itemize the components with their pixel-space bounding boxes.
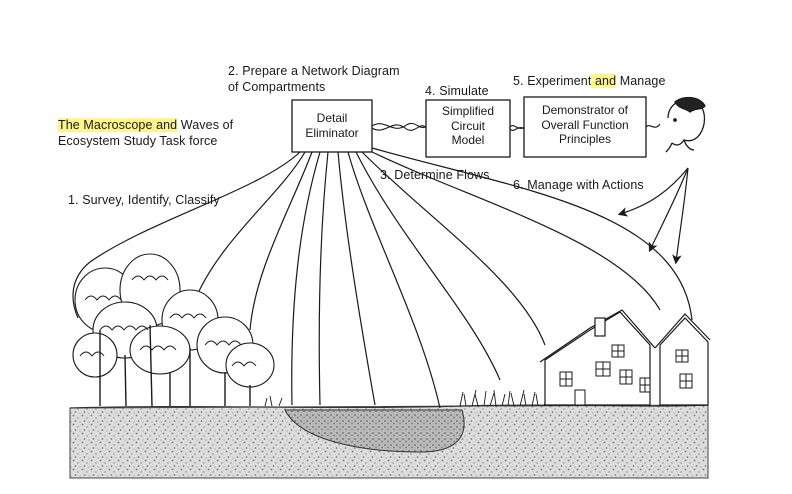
flow-lines	[72, 147, 693, 409]
forest-trees	[72, 253, 275, 407]
houses	[539, 309, 711, 406]
step-6-label: 6. Manage with Actions	[513, 178, 644, 192]
step-2-label-line1: 2. Prepare a Network Diagram	[228, 64, 400, 78]
model-box-text: Simplified Circuit Model	[426, 104, 510, 148]
demo-line2: Overall Function	[541, 117, 629, 132]
step-1-label: 1. Survey, Identify, Classify	[68, 193, 220, 207]
detail-eliminator-text: Detail Eliminator	[292, 111, 372, 140]
flow-line	[72, 151, 301, 319]
wetland-puddle	[284, 409, 465, 453]
demo-line3: Principles	[558, 132, 612, 146]
flow-line	[367, 149, 661, 311]
flow-line	[249, 151, 313, 331]
management-arrows	[617, 167, 689, 265]
left-title-line1: The Macroscope and Waves of	[58, 118, 233, 133]
model-box	[425, 99, 511, 158]
highlight-and: and	[152, 118, 178, 132]
step-3-label: 3. Determine Flows	[380, 168, 490, 182]
flow-line	[355, 151, 501, 381]
left-title-line2: Ecosystem Study Task force	[58, 134, 218, 148]
connector-ropes	[371, 122, 661, 131]
step-4-label: 4. Simulate	[425, 84, 489, 98]
flow-line	[318, 151, 329, 406]
flow-line	[371, 147, 693, 321]
demonstrator-box-text: Demonstrator of Overall Function Princip…	[524, 103, 646, 147]
model-line3: Model	[451, 133, 485, 147]
ground-surface-line	[69, 404, 709, 409]
step-5-post: Manage	[616, 74, 666, 88]
flow-line	[361, 151, 546, 346]
highlight-and-2: and	[591, 74, 617, 88]
flow-line	[194, 151, 306, 301]
step-5-pre: 5. Experiment	[513, 74, 592, 88]
step-2-label-line2: of Compartments	[228, 80, 326, 94]
flow-line	[337, 151, 376, 406]
left-title-line1-rest: Waves of	[177, 118, 234, 132]
model-line1: Simplified	[441, 104, 495, 118]
detail-line1: Detail	[316, 111, 348, 125]
detail-eliminator-box	[291, 99, 373, 153]
demo-line1: Demonstrator of	[541, 103, 629, 117]
step-5-label: 5. Experiment and Manage	[513, 74, 666, 89]
flow-line	[347, 151, 441, 409]
detail-line2: Eliminator	[305, 125, 359, 140]
model-line2: Circuit	[450, 118, 485, 133]
flow-line	[291, 151, 321, 406]
person-head-icon	[665, 96, 706, 153]
highlight-macroscope: The Macroscope	[58, 118, 153, 132]
